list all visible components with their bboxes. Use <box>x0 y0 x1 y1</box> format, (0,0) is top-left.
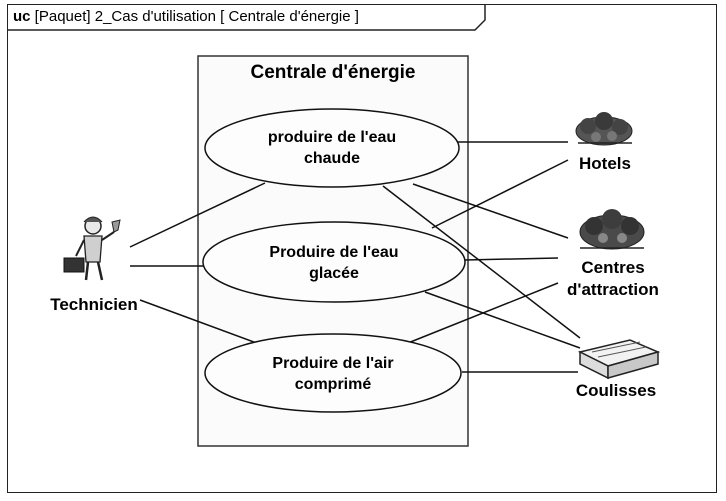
assoc-glacee-hotels <box>431 159 569 229</box>
assoc-chaude-centres <box>412 183 569 239</box>
use-case-air-comprime <box>204 333 462 413</box>
centres-attraction-icon <box>579 209 645 250</box>
actor-label-line1: Centres <box>581 258 645 277</box>
diagram-frame <box>7 4 717 493</box>
use-case-label-line2: chaude <box>303 150 360 167</box>
use-case-label-air-comprime: Produire de l'air comprimé <box>205 353 461 395</box>
use-case-label-line2: glacée <box>309 265 359 282</box>
use-case-label-eau-chaude: produire de l'eau chaude <box>205 127 459 169</box>
actor-label-centres-attraction: Centres d'attraction <box>552 257 674 301</box>
hotels-icon <box>575 112 633 146</box>
frame-keyword: uc <box>13 8 31 25</box>
assoc-chaude-coulisses <box>382 185 581 339</box>
use-case-label-eau-glacee: Produire de l'eau glacée <box>203 242 465 284</box>
actor-label-line2: d'attraction <box>567 280 659 299</box>
use-case-label-line1: Produire de l'eau <box>269 244 399 261</box>
actor-label-technicien: Technicien <box>50 295 138 314</box>
assoc-technicien-air <box>139 299 263 346</box>
assoc-glacee-centres <box>464 257 559 261</box>
assoc-glacee-coulisses <box>424 291 581 349</box>
use-case-eau-glacee <box>202 221 466 303</box>
use-case-label-line1: Produire de l'air <box>272 355 394 372</box>
assoc-air-centres <box>407 282 559 344</box>
actor-label-hotels: Hotels <box>579 154 631 173</box>
coulisses-icon <box>577 339 661 380</box>
use-case-label-line1: produire de l'eau <box>267 129 397 146</box>
actor-label-coulisses: Coulisses <box>575 381 657 400</box>
frame-header-text: uc [Paquet] 2_Cas d'utilisation [ Centra… <box>13 4 359 30</box>
use-case-eau-chaude <box>204 108 460 188</box>
system-title: Centrale d'énergie <box>250 62 416 83</box>
associations <box>129 141 581 373</box>
frame-tab-outline <box>7 4 486 31</box>
frame-title: [Paquet] 2_Cas d'utilisation [ Centrale … <box>30 8 359 25</box>
technicien-icon <box>63 216 121 281</box>
use-case-label-line2: comprimé <box>294 376 372 393</box>
assoc-technicien-chaude <box>129 182 266 248</box>
